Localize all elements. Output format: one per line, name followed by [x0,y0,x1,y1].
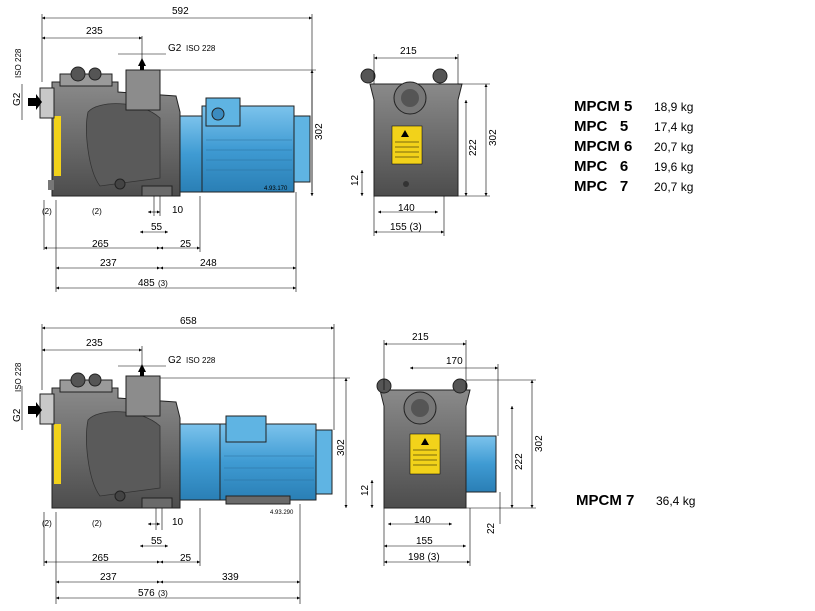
model-row: MPC 7 20,7 kg [574,178,693,198]
side-bottom-dim-155: 155 [416,536,433,547]
top-dim-55: 55 [151,222,163,233]
model-name: MPCM 6 [574,138,633,155]
model-weight: 20,7 kg [654,140,694,154]
top-height-302: 302 [314,123,325,140]
bottom-dim-237: 237 [100,572,117,583]
side-bottom-dim-22: 22 [486,522,497,534]
side-bottom-height-302: 302 [534,435,545,452]
bottom-note-mid: (2) [92,519,102,528]
adapter-flange [179,115,203,193]
lid-knob-left [70,66,86,82]
side-top-width-215: 215 [400,46,417,57]
top-dim-592: 592 [172,6,189,17]
bottom-dim-339: 339 [222,572,239,583]
bottom-dim-576-note: (3) [158,589,168,598]
model-weight-table-bottom: MPCM 7 36,4 kg [576,492,695,512]
inlet-arrow [28,94,42,110]
top-note-mid: (2) [92,207,102,216]
bottom-dim-576: 576 [138,588,155,599]
side-bottom-dim-140: 140 [414,515,431,526]
top-dim-248: 248 [200,258,217,269]
model-name: MPC 5 [574,118,629,135]
bottom-height-302: 302 [336,439,347,456]
model-weight: 19,6 kg [654,160,694,174]
top-vertical-iso: ISO 228 [14,48,23,78]
bottom-dim-265: 265 [92,553,109,564]
side-bottom-dim-12: 12 [360,484,371,496]
bottom-dim-235: 235 [86,338,103,349]
bottom-dim-10: 10 [172,517,184,528]
top-dim-485: 485 [138,278,155,289]
bottom-front-view: 658 235 G2 ISO 228 ISO 228 G2 302 4.93.2… [12,316,350,604]
yellow-label-side [54,116,61,176]
top-g2-label: G2 [168,43,182,54]
top-dim-235: 235 [86,26,103,37]
bottom-iso-label: ISO 228 [186,356,216,365]
model-name: MPCM 5 [574,98,633,115]
bottom-g2-label: G2 [168,355,182,366]
lid-knob-right [88,67,102,81]
bottom-ref-code: 4.93.290 [270,510,294,516]
bottom-dim-658: 658 [180,316,197,327]
bottom-dim-55: 55 [151,536,163,547]
model-weight: 36,4 kg [656,494,696,508]
model-weight: 20,7 kg [654,180,694,194]
model-row: MPCM 6 20,7 kg [574,138,693,158]
top-note-left: (2) [42,207,52,216]
side-bottom-height-222: 222 [514,453,525,470]
top-dim-265: 265 [92,239,109,250]
model-row: MPC 6 19,6 kg [574,158,693,178]
bottom-side-view: 215 170 302 222 12 140 155 198 (3) 22 [360,332,545,566]
side-bottom-width-215: 215 [412,332,429,343]
top-dim-237: 237 [100,258,117,269]
top-dim-25: 25 [180,239,192,250]
bottom-vertical-g2: G2 [12,408,23,422]
side-top-dim-140: 140 [398,203,415,214]
base-foot [141,185,173,197]
inlet-port [39,87,55,119]
bottom-side-motor-box [465,435,497,493]
top-dim-10: 10 [172,205,184,216]
bottom-vertical-iso: ISO 228 [14,362,23,392]
top-dim-485-note: (3) [158,279,168,288]
side-top-height-302: 302 [488,129,499,146]
top-iso-label: ISO 228 [186,44,216,53]
strainer-lid [59,73,113,87]
bottom-dim-25: 25 [180,553,192,564]
top-vertical-g2: G2 [12,92,23,106]
model-name: MPC 6 [574,158,629,175]
model-row: MPCM 5 18,9 kg [574,98,693,118]
model-weight-table-top: MPCM 5 18,9 kg MPC 5 17,4 kg MPCM 6 20,7… [574,98,693,198]
top-front-view: 592 235 G2 ISO 228 ISO 228 G2 302 4.93.1… [12,6,325,292]
model-weight: 17,4 kg [654,120,694,134]
motor-fan-cover [293,115,311,183]
outlet-port [125,69,161,111]
side-bottom-dim-198: 198 (3) [408,552,440,563]
model-weight: 18,9 kg [654,100,694,114]
side-top-dim-12: 12 [350,174,361,186]
model-row: MPC 5 17,4 kg [574,118,693,138]
side-top-height-222: 222 [468,139,479,156]
model-name: MPCM 7 [576,492,635,509]
bottom-note-left: (2) [42,519,52,528]
side-bottom-dim-170: 170 [446,356,463,367]
model-row: MPCM 7 36,4 kg [576,492,695,512]
side-warning-label [391,125,423,165]
model-name: MPC 7 [574,178,629,195]
side-top-dim-155: 155 (3) [390,222,422,233]
top-side-view: 215 302 222 12 140 155 (3) [350,46,499,236]
top-ref-code: 4.93.170 [264,186,288,192]
